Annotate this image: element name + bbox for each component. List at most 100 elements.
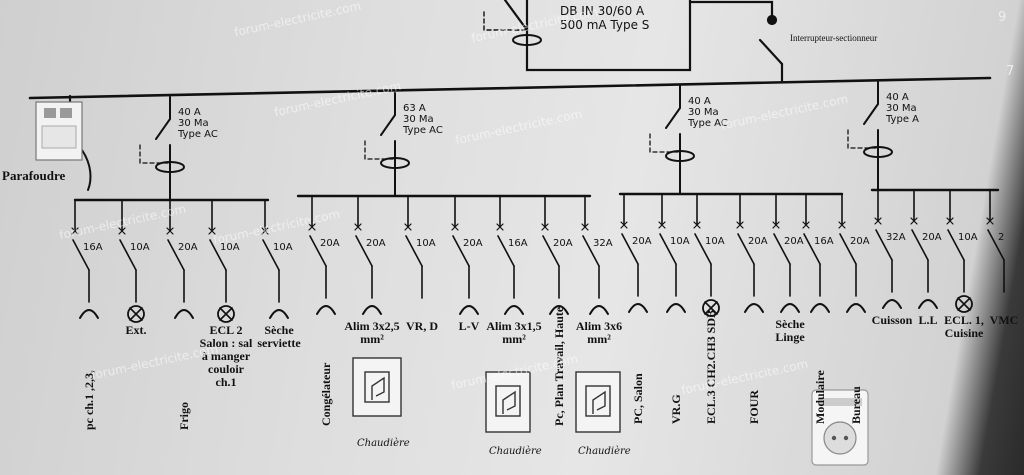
breaker-switch [987, 229, 1005, 261]
lamp-symbol [127, 305, 145, 323]
breaker-switch [119, 239, 137, 271]
rcd-sens: 30 Ma [688, 107, 719, 118]
breaker-cross [910, 217, 918, 225]
socket-symbol [846, 303, 866, 313]
breaker-cross [118, 227, 126, 235]
breaker-rating: 20A [850, 236, 870, 247]
rcd-toroid [665, 150, 695, 162]
socket-symbol [882, 299, 902, 309]
circuit-label: PC, Salon [631, 373, 645, 424]
breaker-switch [209, 239, 227, 271]
breaker-cross [874, 217, 882, 225]
lamp-symbol [702, 299, 720, 317]
circuit-label: Alim 3x2,5 mm² [344, 319, 400, 346]
disconnector-label: Interrupteur-sectionneur [790, 33, 878, 43]
rcd-toroid [380, 157, 410, 169]
breaker-switch [839, 233, 857, 265]
rcd-switch [665, 85, 681, 129]
rcd-test-line [847, 129, 879, 149]
breaker-rating: 16A [83, 242, 103, 253]
breaker-switch [405, 235, 423, 267]
breaker-cross [772, 221, 780, 229]
boiler-symbol-3 [575, 371, 621, 433]
breaker-cross [308, 223, 316, 231]
rcd-type: Type AC [403, 125, 443, 136]
breaker-cross [736, 221, 744, 229]
boiler-label-2: Chaudière [489, 446, 542, 457]
rcd-sens: 30 Ma [403, 114, 434, 125]
circuit-label: L.L [918, 313, 938, 327]
socket-symbol [269, 309, 289, 319]
lamp-symbol [217, 305, 235, 323]
socket-symbol [504, 305, 524, 315]
breaker-rating: 20A [784, 236, 804, 247]
rcd-switch [863, 81, 879, 125]
surge-protector-label: Parafoudre [2, 168, 66, 183]
breaker-cross [496, 223, 504, 231]
breaker-rating: 20A [553, 238, 573, 249]
breaker-switch [737, 233, 755, 265]
breaker-rating: 10A [958, 232, 978, 243]
breaker-rating: 32A [593, 238, 613, 249]
circuit-label: Modulaire [813, 370, 827, 424]
rcd-rating: 40 A [886, 92, 909, 103]
lamp-cross [219, 307, 233, 321]
socket-symbol [362, 305, 382, 315]
breaker-cross [986, 217, 994, 225]
breaker-switch [452, 235, 470, 267]
socket-symbol [549, 305, 569, 315]
breaker-switch [72, 239, 90, 271]
socket-symbol [459, 305, 479, 315]
circuit-label: Alim 3x1,5 mm² [486, 319, 542, 346]
rcd-toroid [155, 161, 185, 173]
breaker-cross [451, 223, 459, 231]
breaker-cross [541, 223, 549, 231]
breaker-switch [947, 229, 965, 261]
breaker-rating: 10A [670, 236, 690, 247]
breaker-cross [838, 221, 846, 229]
rcd-test-line [364, 140, 396, 160]
boiler-label-3: Chaudière [578, 446, 631, 457]
circuit-label: Frigo [177, 402, 191, 430]
breaker-switch [355, 235, 373, 267]
main-breaker-rating: DB IN 30/60 A [560, 4, 645, 18]
breaker-rating: 16A [814, 236, 834, 247]
circuit-label: Alim 3x6 mm² [575, 319, 623, 346]
breaker-rating: 16A [508, 238, 528, 249]
socket-device-photo [811, 389, 869, 466]
circuit-label: L-V [458, 319, 480, 333]
breaker-switch [659, 233, 677, 265]
breaker-rating: 2 [998, 232, 1005, 243]
boiler-symbol-2 [485, 371, 531, 433]
breaker-rating: 20A [320, 238, 340, 249]
breaker-rating: 20A [366, 238, 386, 249]
breaker-cross [658, 221, 666, 229]
circuit-label: Sèche serviette [257, 323, 301, 350]
breaker-rating: 32A [886, 232, 906, 243]
edge-digit: 7 [1006, 64, 1015, 79]
circuit-label: Cuisson [871, 313, 913, 327]
socket-symbol [79, 309, 99, 319]
breaker-cross [693, 221, 701, 229]
lamp-cross [129, 307, 143, 321]
circuit-label: VR.G [669, 394, 683, 424]
breaker-switch [694, 233, 712, 265]
breaker-cross [71, 227, 79, 235]
breaker-switch [542, 235, 560, 267]
rcd-toroid [863, 146, 893, 158]
boiler-label-1: Chaudière [357, 438, 410, 449]
circuit-label: Bureau [849, 386, 863, 424]
breaker-cross [261, 227, 269, 235]
breaker-rating: 10A [416, 238, 436, 249]
breaker-rating: 20A [748, 236, 768, 247]
breaker-rating: 10A [705, 236, 725, 247]
lamp-cross [704, 301, 718, 315]
breaker-switch [167, 239, 185, 271]
boiler-symbol-1 [352, 357, 402, 417]
socket-symbol [666, 303, 686, 313]
socket-symbol [589, 305, 609, 315]
breaker-cross [208, 227, 216, 235]
